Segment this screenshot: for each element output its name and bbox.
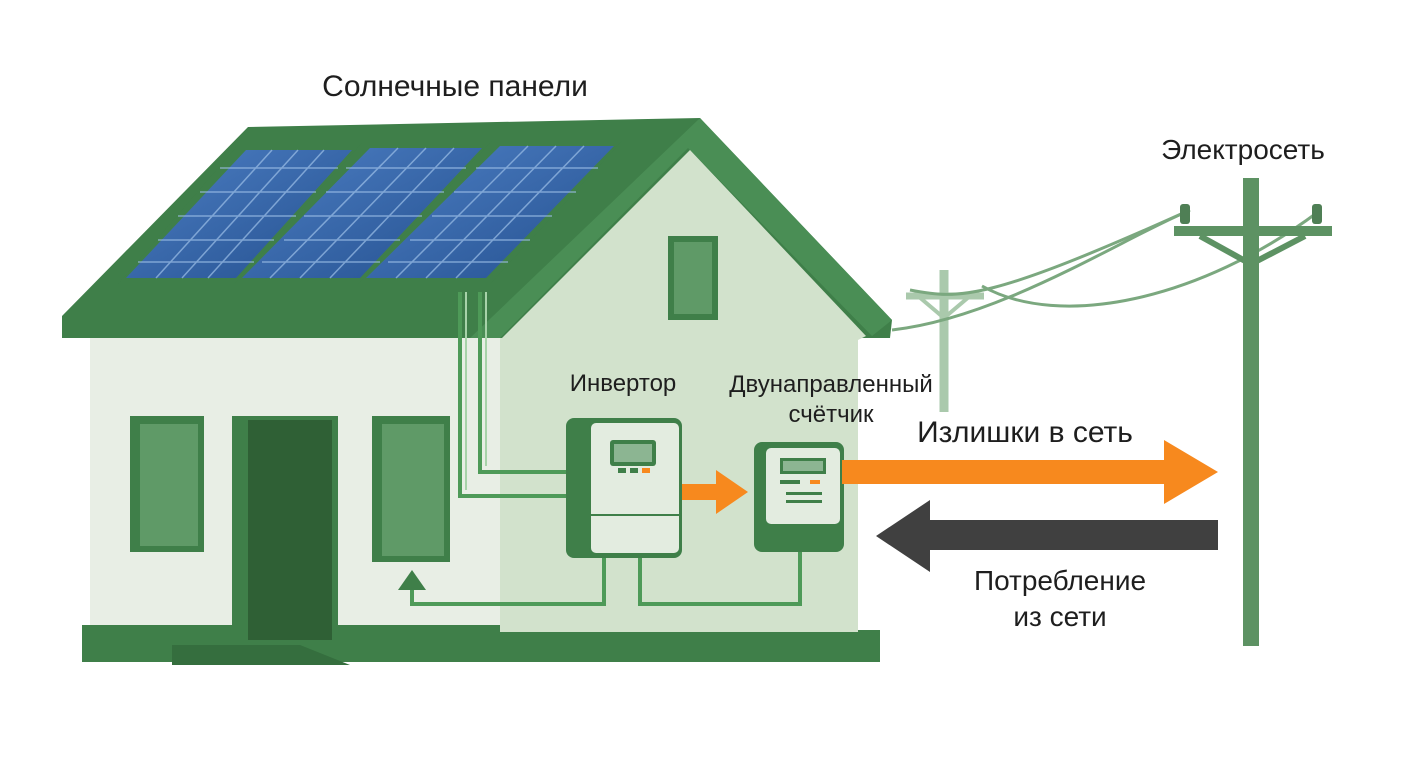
solar-panel-icon — [118, 141, 622, 284]
dc-cables — [458, 292, 572, 498]
grid-label: Электросеть — [1161, 134, 1325, 165]
return-arrowhead — [398, 570, 426, 590]
meter-label: Двунаправленный счётчик — [700, 370, 962, 430]
ac-cables — [410, 552, 802, 606]
utility-pole-icon — [1174, 178, 1332, 646]
import-arrow[interactable] — [876, 500, 1218, 572]
inverter-icon — [566, 418, 682, 558]
power-lines — [891, 208, 1319, 332]
inverter-to-meter-arrow — [682, 470, 748, 514]
solar-panels-label: Солнечные панели — [322, 70, 588, 103]
meter-label-line2: счётчик — [788, 401, 874, 428]
meter-label-line1: Двунаправленный — [729, 371, 933, 398]
export-arrow[interactable] — [842, 440, 1218, 504]
import-label-line1: Потребление — [973, 565, 1147, 596]
import-label: Потребление из сети — [940, 563, 1180, 635]
export-label: Излишки в сеть — [917, 416, 1133, 449]
import-label-line2: из сети — [1013, 601, 1107, 632]
meter-icon — [754, 442, 844, 552]
inverter-label: Инвертор — [569, 370, 677, 397]
